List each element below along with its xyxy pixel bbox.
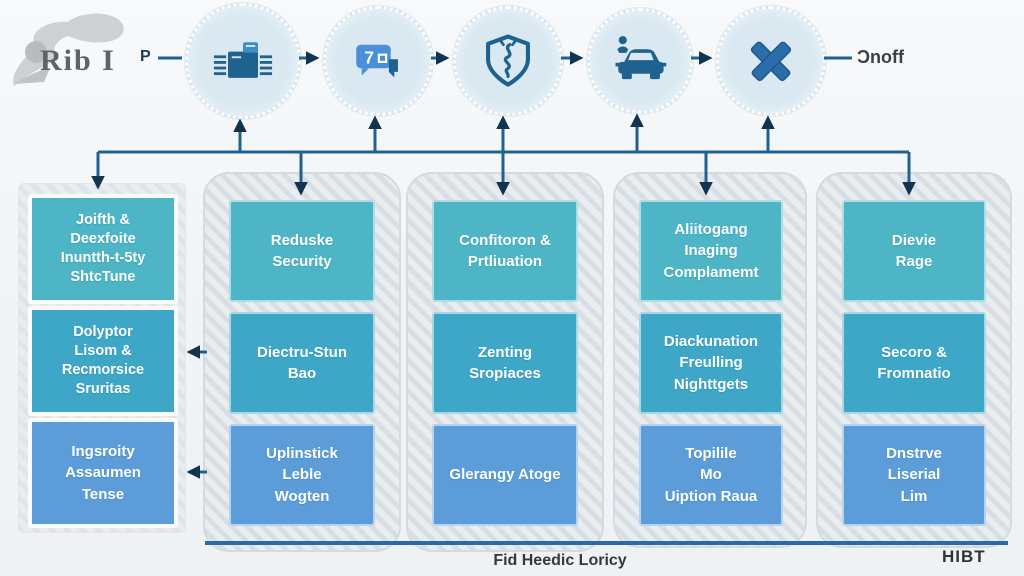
diagram-box: Reduske Security [229,200,375,302]
logo-text: Rib I [40,44,116,77]
diagram-box: Joifth & Deexfoite Inuntth-t-5ty ShtcTun… [28,194,178,304]
diagram-box: Zenting Sropiaces [432,312,578,414]
flow-step-chat: 7 [323,6,433,116]
diagram-box: Secoro & Fromnatio [842,312,986,414]
svg-text:7: 7 [364,48,374,68]
diagram-box: Uplinstick Leble Wogten [229,424,375,526]
flow-output-label: Ɔnoff [857,47,904,67]
diagram-box: Glerangy Atoge [432,424,578,526]
logo-mark [13,13,124,86]
diagram-box: Dievie Rage [842,200,986,302]
diagram-box: Diectru-Stun Bao [229,312,375,414]
diagram-box: Diackunation Freulling Nighttgets [639,312,783,414]
footer-center-label: Fid Heedic Loricy [493,552,627,569]
diagram-box: Dnstrve Liserial Lim [842,424,986,526]
flow-step-car [587,8,693,114]
diagram-box: Confitoron & Prtliuation [432,200,578,302]
footer-right-label: HIBT [942,547,986,566]
flow-step-printer [185,3,301,119]
printer-icon [213,42,273,78]
flow-step-shield [453,6,563,116]
shield-icon [486,34,530,87]
diagram-box: Dolyptor Lisom & Recmorsice Sruritas [28,306,178,416]
x-icon [750,41,792,82]
diagram-box: Topilile Mo Uiption Raua [639,424,783,526]
flow-step-x [716,6,826,116]
car-icon [615,36,667,80]
flow-input-label: P [140,48,151,65]
chat-bubble-icon: 7 [356,44,398,78]
diagram-box: Aliitogang Inaging Complamemt [639,200,783,302]
diagram-box: Ingsroity Assaumen Tense [28,418,178,528]
